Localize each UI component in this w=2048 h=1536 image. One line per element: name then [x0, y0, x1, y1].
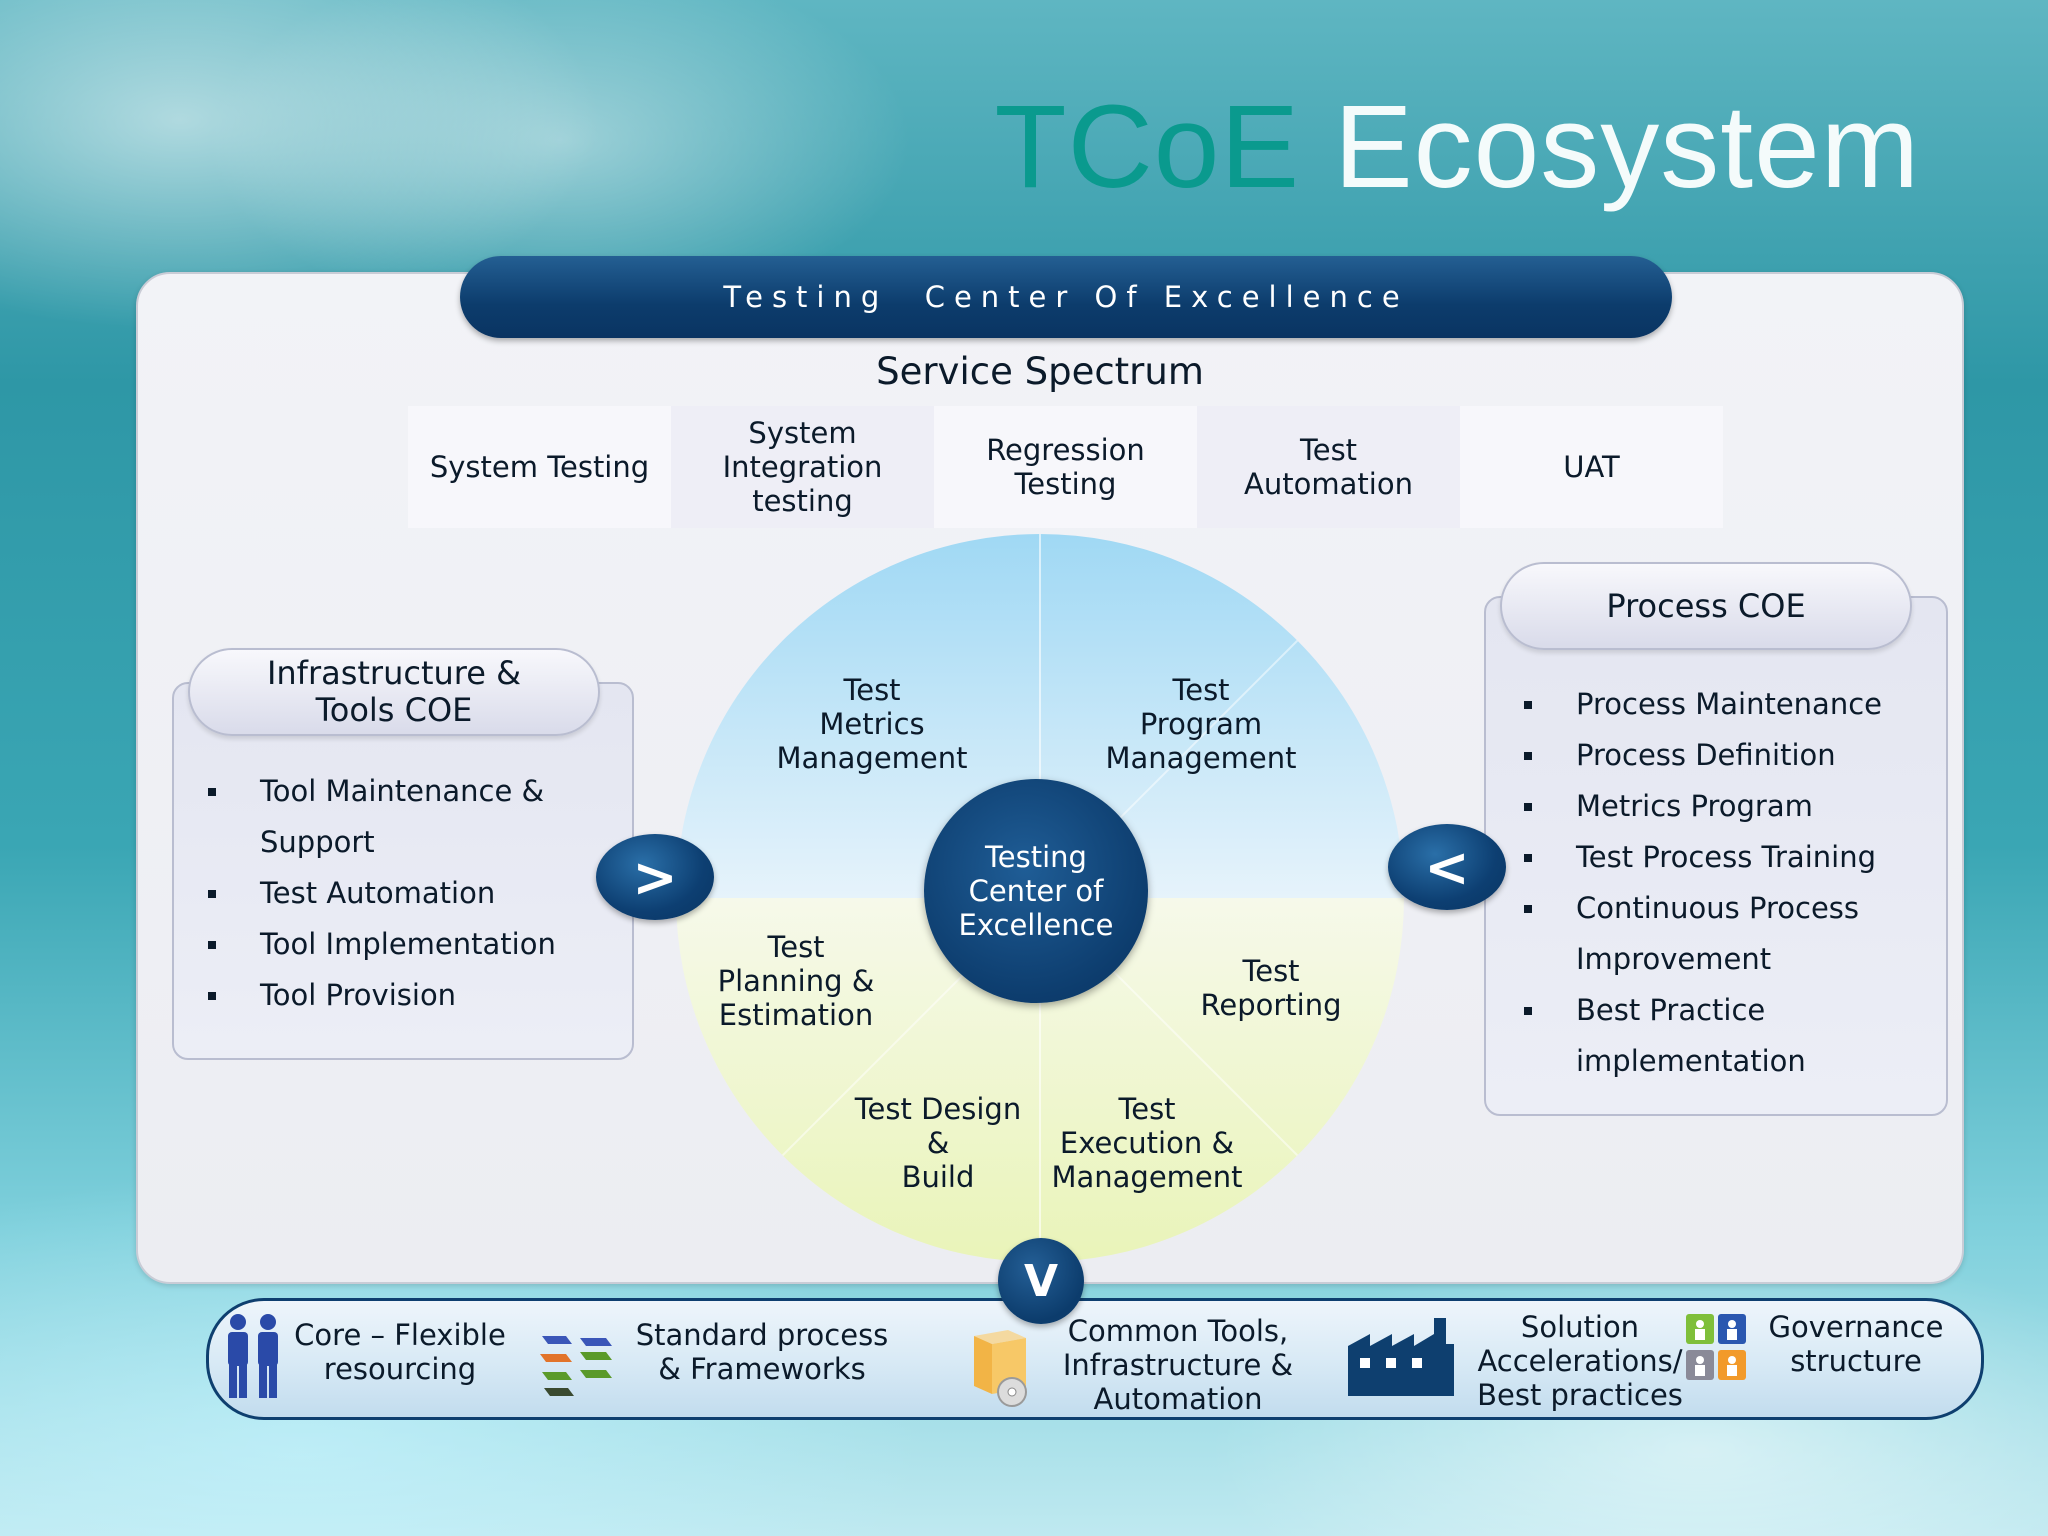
process-coe-list: Process Maintenance Process Definition M…: [1524, 679, 1882, 1087]
spectrum-item-test-automation: Test Automation: [1197, 406, 1460, 528]
list-item: Process Maintenance: [1524, 679, 1882, 730]
capability-governance: Governance structure: [1768, 1310, 1944, 1378]
segment-test-planning: Test Planning & Estimation: [717, 930, 875, 1032]
list-item: Continuous Process: [1524, 883, 1882, 934]
capability-core-resourcing: Core – Flexible resourcing: [294, 1318, 506, 1386]
left-arrow-badge: <: [1388, 824, 1506, 910]
segment-test-reporting: Test Reporting: [1200, 954, 1342, 1022]
spectrum-item-regression: Regression Testing: [934, 406, 1197, 528]
wheel-hub: Testing Center of Excellence: [924, 779, 1148, 1003]
service-spectrum-row: System Testing System Integration testin…: [408, 406, 1723, 528]
segment-test-program: Test Program Management: [1105, 673, 1297, 775]
segment-test-metrics: Test Metrics Management: [776, 673, 968, 775]
factory-icon: [1348, 1318, 1454, 1396]
people-icon: [228, 1314, 278, 1398]
software-box-icon: [974, 1330, 1027, 1407]
capability-solution-accelerations: Solution Accelerations/ Best practices: [1477, 1310, 1683, 1412]
list-item: Tool Provision: [208, 970, 556, 1021]
list-item: Improvement: [1576, 942, 1772, 976]
title-accent: TCoE: [994, 81, 1301, 213]
service-spectrum-title: Service Spectrum: [876, 350, 1204, 393]
title-main: Ecosystem: [1333, 81, 1920, 213]
list-item: Metrics Program: [1524, 781, 1882, 832]
right-arrow-badge: >: [596, 834, 714, 920]
segment-test-design: Test Design & Build: [854, 1092, 1022, 1194]
process-coe-heading: Process COE: [1500, 562, 1912, 650]
spectrum-item-system-integration: System Integration testing: [671, 406, 934, 528]
slide-title: TCoE Ecosystem: [995, 88, 1920, 206]
list-item: Support: [260, 825, 375, 859]
list-item: Test Automation: [208, 868, 556, 919]
infrastructure-tools-list: Tool Maintenance & Support Test Automati…: [208, 766, 556, 1021]
spectrum-item-system-testing: System Testing: [408, 406, 671, 528]
tcoe-banner: Testing Center Of Excellence: [460, 256, 1672, 338]
infrastructure-tools-box: [172, 682, 634, 1060]
list-item: Tool Maintenance &: [208, 766, 556, 817]
segment-test-execution: Test Execution & Management: [1051, 1092, 1243, 1194]
list-item: Tool Implementation: [208, 919, 556, 970]
org-chart-icon: [1686, 1314, 1746, 1380]
list-item: Best Practice: [1524, 985, 1882, 1036]
infrastructure-tools-heading: Infrastructure & Tools COE: [188, 648, 600, 736]
capability-common-tools: Common Tools, Infrastructure & Automatio…: [1062, 1314, 1294, 1416]
process-blocks-icon: [540, 1336, 612, 1396]
capability-standard-process: Standard process & Frameworks: [635, 1318, 889, 1386]
list-item: Test Process Training: [1524, 832, 1882, 883]
down-arrow-badge: V: [998, 1238, 1084, 1324]
list-item: Process Definition: [1524, 730, 1882, 781]
list-item: implementation: [1576, 1044, 1806, 1078]
process-coe-box: [1484, 596, 1948, 1116]
spectrum-item-uat: UAT: [1460, 406, 1723, 528]
